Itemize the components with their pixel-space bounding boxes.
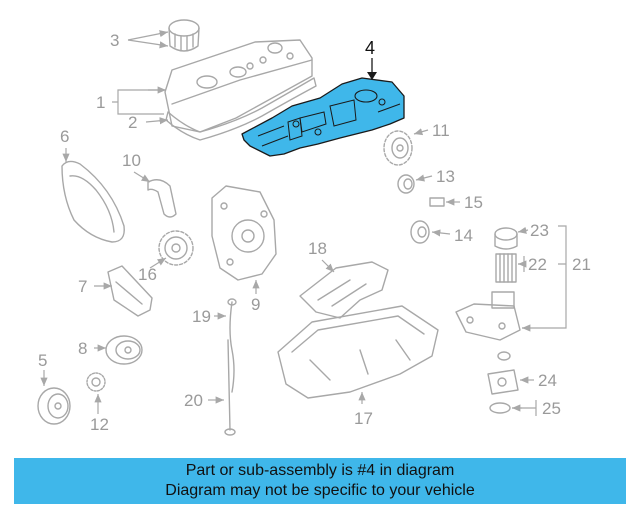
part-25-seal[interactable]	[489, 402, 511, 414]
part-6-timing-cover[interactable]	[61, 160, 125, 243]
callout-10-label: 10	[122, 151, 141, 170]
callout-2[interactable]: 2	[128, 113, 169, 132]
callout-10[interactable]: 10	[122, 151, 151, 183]
callout-5[interactable]: 5	[38, 351, 48, 386]
callout-24[interactable]: 24	[520, 371, 557, 390]
callout-16[interactable]: 16	[138, 257, 167, 284]
part-4-valve-cover[interactable]	[241, 77, 405, 157]
callout-24-label: 24	[538, 371, 557, 390]
callout-16-label: 16	[138, 265, 157, 284]
part-8-pulley[interactable]	[105, 335, 143, 365]
part-1-cylinder-head[interactable]	[164, 39, 313, 133]
callout-3[interactable]: 3	[110, 30, 169, 50]
callout-7-label: 7	[78, 277, 87, 296]
parts-diagram: 3 1 2 4 6 10 11 13 15 14 16	[37, 19, 591, 436]
callout-4-label: 4	[365, 38, 375, 58]
callout-19-label: 19	[192, 307, 211, 326]
callout-21-label: 21	[572, 255, 591, 274]
banner-line-1: Part or sub-assembly is #4 in diagram	[185, 462, 455, 479]
callout-21[interactable]: 21	[522, 225, 591, 332]
callout-12[interactable]: 12	[90, 394, 109, 434]
callout-8[interactable]: 8	[78, 339, 106, 358]
part-5-crank-pulley[interactable]	[37, 387, 71, 425]
callout-14-label: 14	[454, 226, 473, 245]
callout-13[interactable]: 13	[415, 167, 455, 186]
callout-22[interactable]: 22	[518, 255, 547, 274]
banner-line-2: Diagram may not be specific to your vehi…	[165, 482, 475, 499]
part-23-filter-cap[interactable]	[494, 227, 518, 250]
part-16-sprocket[interactable]	[158, 230, 194, 266]
part-14-idler[interactable]	[410, 220, 430, 244]
callout-17[interactable]: 17	[354, 392, 373, 428]
part-20-dipstick[interactable]	[224, 339, 236, 436]
callout-6[interactable]: 6	[60, 127, 70, 162]
part-3-filler-cap[interactable]	[168, 19, 200, 52]
callout-11[interactable]: 11	[413, 121, 450, 140]
callout-6-label: 6	[60, 127, 69, 146]
part-24-oil-cooler[interactable]	[487, 369, 519, 395]
part-22-filter-element[interactable]	[495, 253, 517, 283]
info-banner: Part or sub-assembly is #4 in diagram Di…	[14, 458, 626, 504]
callout-19[interactable]: 19	[192, 307, 226, 326]
part-19-dipstick-tube[interactable]	[227, 298, 237, 393]
callout-17-label: 17	[354, 409, 373, 428]
callout-22-label: 22	[528, 255, 547, 274]
callout-8-label: 8	[78, 339, 87, 358]
callout-18-label: 18	[308, 239, 327, 258]
callout-20[interactable]: 20	[184, 391, 224, 410]
part-21-filter-housing[interactable]	[455, 291, 521, 361]
part-10-tensioner[interactable]	[147, 179, 177, 218]
callout-25-label: 25	[542, 399, 561, 418]
callout-15-label: 15	[464, 193, 483, 212]
part-17-oil-pan[interactable]	[277, 305, 439, 399]
callout-7[interactable]: 7	[78, 277, 112, 296]
callout-20-label: 20	[184, 391, 203, 410]
part-11-cam-sprocket[interactable]	[383, 130, 413, 166]
part-12-crank-gear[interactable]	[86, 372, 106, 392]
callout-15[interactable]: 15	[446, 193, 483, 212]
callout-14[interactable]: 14	[431, 226, 473, 245]
callout-3-label: 3	[110, 31, 119, 50]
callout-5-label: 5	[38, 351, 47, 370]
callout-1-label: 1	[96, 93, 105, 112]
callout-2-label: 2	[128, 113, 137, 132]
callout-12-label: 12	[90, 415, 109, 434]
part-9-front-cover[interactable]	[211, 185, 277, 281]
callout-9[interactable]: 9	[251, 280, 260, 314]
part-2-gasket[interactable]	[165, 77, 317, 141]
part-7-bracket[interactable]	[107, 265, 153, 317]
part-15-sensor[interactable]	[429, 197, 445, 207]
part-18-baffle[interactable]	[299, 261, 389, 319]
callout-25[interactable]: 25	[512, 399, 561, 418]
callout-4[interactable]: 4	[365, 38, 377, 80]
callout-23-label: 23	[530, 221, 549, 240]
callout-18[interactable]: 18	[308, 239, 335, 273]
callout-11-label: 11	[432, 121, 450, 140]
callout-13-label: 13	[436, 167, 455, 186]
callout-23[interactable]: 23	[517, 221, 549, 240]
callout-9-label: 9	[251, 295, 260, 314]
part-13-seal[interactable]	[397, 174, 415, 194]
callout-1[interactable]: 1	[96, 86, 166, 115]
